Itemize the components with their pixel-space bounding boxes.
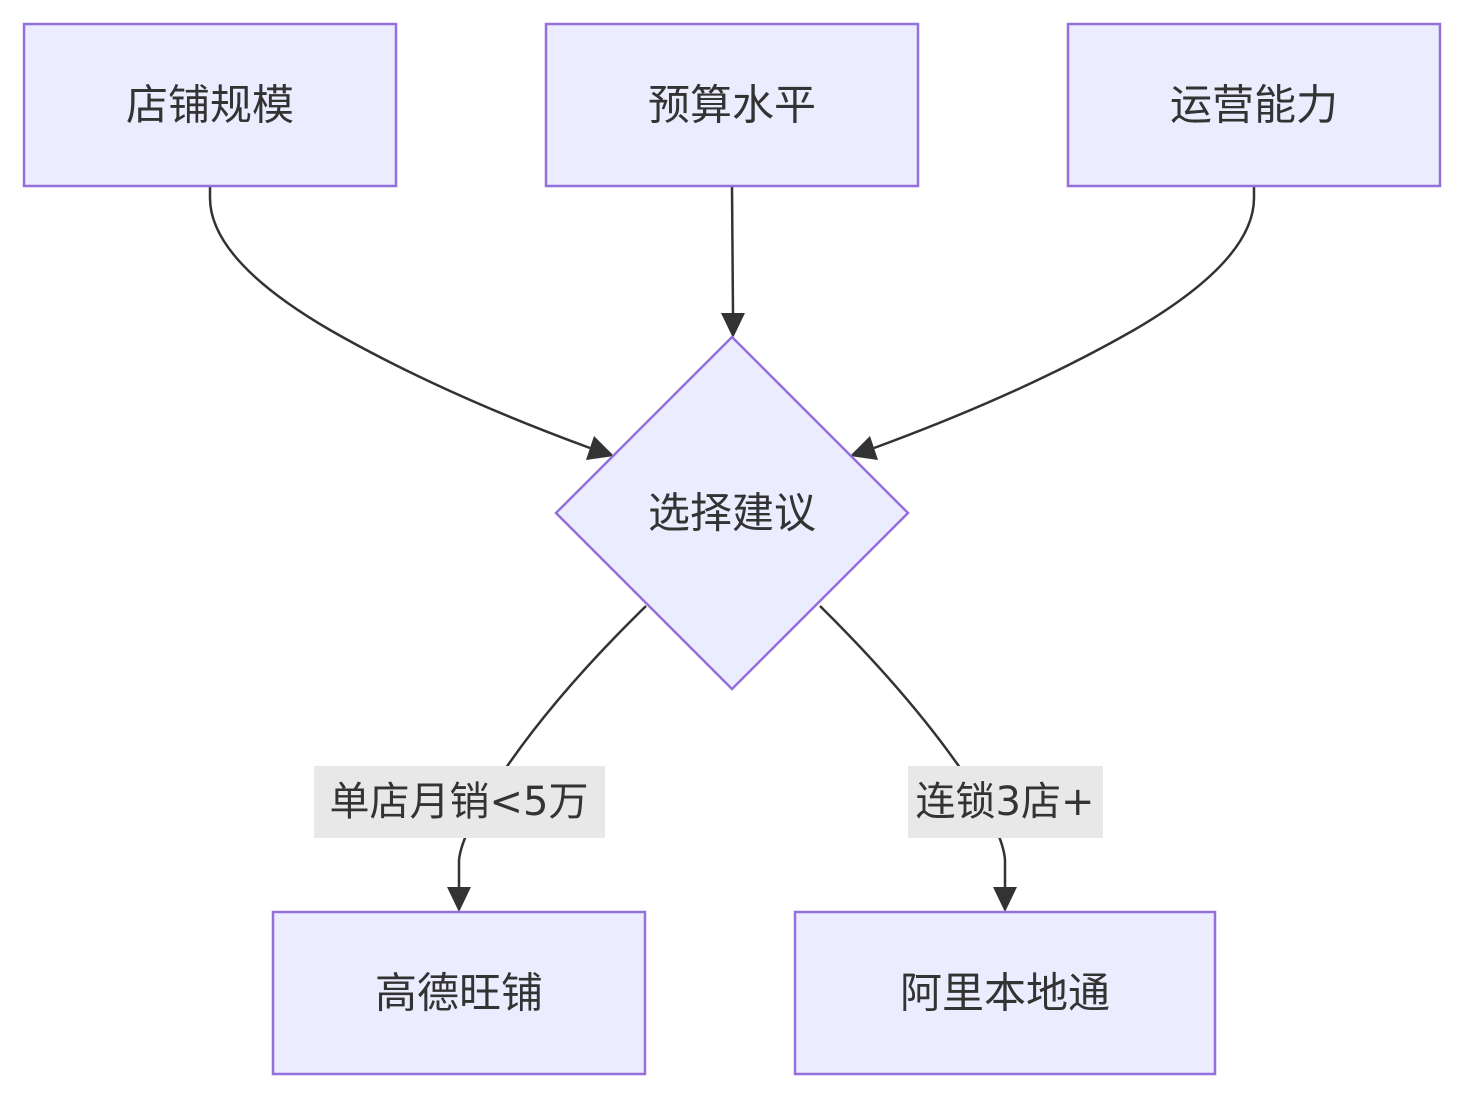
node-budget-level-box: [544, 22, 920, 188]
node-gaode-wangpu-label: 高德旺铺: [375, 969, 543, 1018]
edge-label-chain-text: 连锁3店+: [916, 779, 1095, 825]
edge-ops-to-decision: [873, 187, 1256, 450]
node-store-scale-box: [22, 22, 398, 188]
arrowhead-ops: [850, 436, 878, 460]
node-gaode-wangpu[interactable]: 高德旺铺: [271, 910, 647, 1076]
edge-label-bg: [314, 766, 605, 838]
node-ali-bendi[interactable]: 阿里本地通: [793, 910, 1217, 1076]
node-decision[interactable]: 选择建议: [554, 335, 910, 691]
node-store-scale[interactable]: 店铺规模: [22, 22, 398, 188]
node-ops-capability-label: 运营能力: [1170, 81, 1338, 130]
node-ops-capability[interactable]: 运营能力: [1066, 22, 1442, 188]
node-ali-bendi-label: 阿里本地通: [900, 969, 1110, 1018]
node-gaode-wangpu-box: [271, 910, 647, 1076]
edges: [208, 186, 1256, 912]
node-budget-level[interactable]: 预算水平: [544, 22, 920, 188]
edge-label-chain: 连锁3店+: [908, 766, 1103, 838]
arrowhead-ali: [993, 887, 1017, 912]
decision-diamond: [554, 335, 910, 691]
edge-decision-to-gaode: [457, 605, 647, 888]
arrowhead-gaode: [447, 887, 471, 912]
node-decision-label: 选择建议: [648, 489, 816, 538]
node-ali-bendi-box: [793, 910, 1217, 1076]
edge-label-bg: [908, 766, 1103, 838]
edge-budget-to-decision: [730, 186, 735, 315]
node-ops-capability-box: [1066, 22, 1442, 188]
edge-label-single-store: 单店月销<5万: [314, 766, 605, 838]
arrowhead-store-scale: [586, 436, 614, 460]
node-budget-level-label: 预算水平: [648, 81, 816, 130]
edge-label-single-store-text: 单店月销<5万: [330, 779, 589, 825]
node-store-scale-label: 店铺规模: [126, 81, 294, 130]
edge-decision-to-ali: [819, 605, 1007, 888]
arrowhead-budget: [721, 313, 745, 338]
edge-store-scale-to-decision: [208, 187, 591, 450]
